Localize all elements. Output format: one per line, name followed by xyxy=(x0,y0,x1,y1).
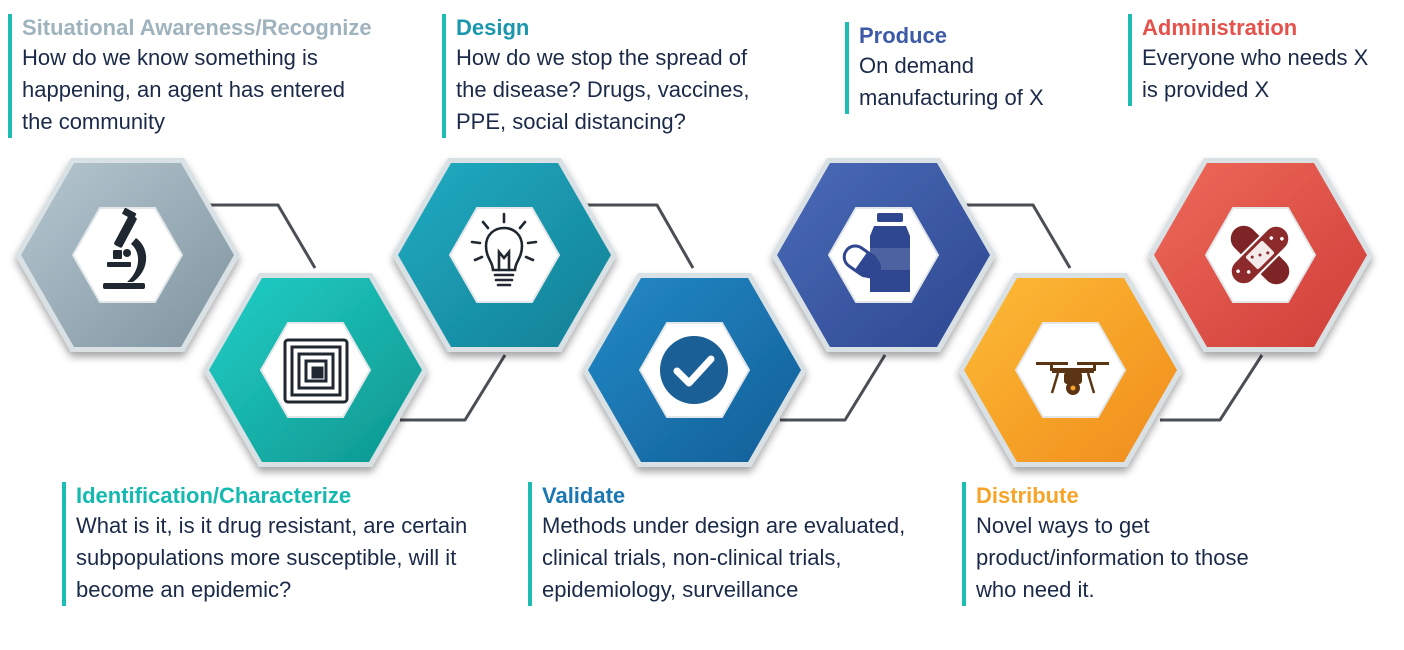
step-description: Everyone who needs X is provided X xyxy=(1142,45,1369,102)
step-description: Methods under design are evaluated, clin… xyxy=(542,513,906,602)
accent-bar xyxy=(442,14,446,138)
microscope-icon xyxy=(103,207,147,289)
step-title: Distribute xyxy=(976,483,1079,508)
step-description: How do we stop the spread of the disease… xyxy=(456,45,750,134)
step-situational-awareness: Situational Awareness/Recognize How do w… xyxy=(8,14,372,138)
step-description: Novel ways to get product/information to… xyxy=(976,513,1249,602)
step-title: Identification/Characterize xyxy=(76,483,352,508)
step-identification: Identification/Characterize What is it, … xyxy=(62,482,467,606)
step-design: Design How do we stop the spread of the … xyxy=(442,14,750,138)
step-title: Produce xyxy=(859,23,948,48)
step-title: Administration xyxy=(1142,15,1298,40)
checkmark-icon xyxy=(660,336,728,404)
accent-bar xyxy=(845,22,849,114)
lightbulb-icon xyxy=(470,212,538,287)
accent-bar xyxy=(962,482,966,606)
rfid-chip-icon xyxy=(283,338,349,404)
accent-bar xyxy=(8,14,12,138)
accent-bar xyxy=(1128,14,1132,106)
step-description: What is it, is it drug resistant, are ce… xyxy=(76,513,468,602)
accent-bar xyxy=(62,482,66,606)
accent-bar xyxy=(528,482,532,606)
step-description: On demand manufacturing of X xyxy=(859,53,1044,110)
bandage-icon xyxy=(1229,224,1291,286)
step-validate: Validate Methods under design are evalua… xyxy=(528,482,905,606)
connector-lines xyxy=(205,203,1264,422)
step-title: Situational Awareness/Recognize xyxy=(22,15,372,40)
step-title: Design xyxy=(456,15,530,40)
step-distribute: Distribute Novel ways to get product/inf… xyxy=(962,482,1249,606)
step-administration: Administration Everyone who needs X is p… xyxy=(1128,14,1368,106)
pill-bottle-icon xyxy=(842,213,910,292)
step-title: Validate xyxy=(542,483,626,508)
step-description: How do we know something is happening, a… xyxy=(22,45,345,134)
drone-icon xyxy=(1036,362,1109,395)
step-produce: Produce On demand manufacturing of X xyxy=(845,22,1044,114)
